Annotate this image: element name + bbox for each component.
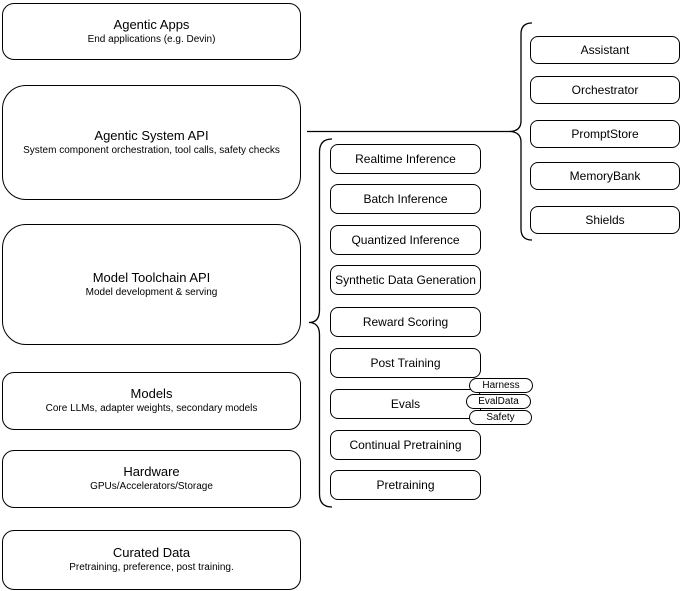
box-agentic-system-api-subtitle: System component orchestration, tool cal… xyxy=(23,144,280,156)
box-hardware: Hardware GPUs/Accelerators/Storage xyxy=(2,450,301,508)
box-agentic-apps-subtitle: End applications (e.g. Devin) xyxy=(87,33,216,45)
box-hardware-subtitle: GPUs/Accelerators/Storage xyxy=(90,481,213,492)
box-evals: Evals xyxy=(330,389,481,419)
box-model-toolchain-api-subtitle: Model development & serving xyxy=(85,286,218,298)
box-curated-data-subtitle: Pretraining, preference, post training. xyxy=(69,562,234,573)
box-synthetic-data-generation: Synthetic Data Generation xyxy=(330,265,481,295)
box-curated-data-title: Curated Data xyxy=(112,545,191,560)
right-column-brace xyxy=(508,22,533,241)
box-models: Models Core LLMs, adapter weights, secon… xyxy=(2,372,301,430)
box-post-training: Post Training xyxy=(330,348,481,378)
box-models-subtitle: Core LLMs, adapter weights, secondary mo… xyxy=(45,403,258,414)
box-assistant: Assistant xyxy=(530,36,680,64)
box-reward-scoring: Reward Scoring xyxy=(330,307,481,337)
box-orchestrator: Orchestrator xyxy=(530,76,680,104)
box-model-toolchain-api: Model Toolchain API Model development & … xyxy=(2,224,301,345)
box-agentic-system-api-title: Agentic System API xyxy=(94,127,209,143)
box-agentic-apps: Agentic Apps End applications (e.g. Devi… xyxy=(2,3,301,60)
box-quantized-inference: Quantized Inference xyxy=(330,225,481,255)
box-models-title: Models xyxy=(130,386,173,401)
pill-harness: Harness xyxy=(469,378,533,393)
pill-safety: Safety xyxy=(469,410,532,425)
box-pretraining: Pretraining xyxy=(330,470,481,500)
box-model-toolchain-api-title: Model Toolchain API xyxy=(92,269,211,285)
box-agentic-apps-title: Agentic Apps xyxy=(113,16,190,32)
box-shields: Shields xyxy=(530,206,680,234)
middle-column-brace xyxy=(308,138,333,508)
box-hardware-title: Hardware xyxy=(123,464,180,479)
box-agentic-system-api: Agentic System API System component orch… xyxy=(2,85,301,200)
box-curated-data: Curated Data Pretraining, preference, po… xyxy=(2,530,301,590)
box-realtime-inference: Realtime Inference xyxy=(330,144,481,174)
box-promptstore: PromptStore xyxy=(530,120,680,148)
box-memorybank: MemoryBank xyxy=(530,162,680,190)
pill-evaldata: EvalData xyxy=(466,394,531,409)
box-batch-inference: Batch Inference xyxy=(330,184,481,214)
box-continual-pretraining: Continual Pretraining xyxy=(330,430,481,460)
